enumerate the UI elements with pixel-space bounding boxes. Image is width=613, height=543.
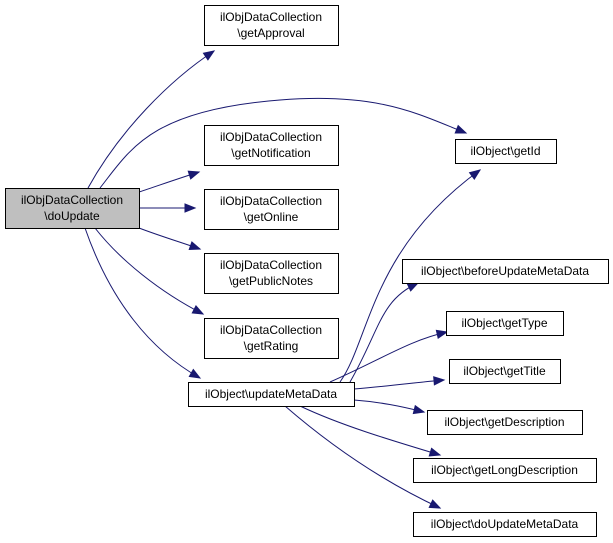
node-updateMetaData[interactable]: ilObject\updateMetaData [188,382,355,407]
node-box[interactable] [455,139,557,164]
node-box[interactable] [188,382,355,407]
node-doUpdateMetaData[interactable]: ilObject\doUpdateMetaData [413,512,597,537]
arrowhead-icon [187,170,201,180]
edge-updateMetaData-to-getTitle [353,376,446,390]
arrowhead-icon [406,282,420,292]
arrowhead-icon [433,376,446,386]
edge-line [99,97,467,189]
node-getApproval[interactable]: ilObjDataCollection \getApproval [204,5,339,46]
node-box[interactable] [204,189,339,230]
node-box[interactable] [402,259,609,284]
node-label: \doUpdate [44,209,100,223]
node-label: \getPublicNotes [229,274,313,288]
node-doUpdate[interactable]: ilObjDataCollection \doUpdate [5,188,140,229]
node-label: ilObject\getTitle [463,364,546,378]
edge-doUpdate-to-updateMetaData [84,227,202,379]
edge-updateMetaData-to-getLongDescription [299,405,442,457]
node-label: ilObject\beforeUpdateMetaData [421,264,589,278]
node-getDescription[interactable]: ilObject\getDescription [427,410,583,435]
node-label: ilObject\getDescription [444,415,564,429]
node-getRating[interactable]: ilObjDataCollection \getRating [204,318,339,359]
node-label: ilObjDataCollection [220,258,322,272]
arrowhead-icon [188,241,202,251]
arrowhead-icon [191,304,205,315]
edge-line [329,331,448,383]
edge-line [349,282,419,383]
arrowhead-icon [188,368,202,379]
edge-doUpdate-to-getPublicNotes [138,227,202,251]
node-label: ilObjDataCollection [220,323,322,337]
node-box[interactable] [204,125,339,166]
node-label: ilObject\getType [461,316,547,330]
node-label: \getOnline [244,210,299,224]
node-getNotification[interactable]: ilObjDataCollection \getNotification [204,125,339,166]
edge-updateMetaData-to-getType [329,329,449,383]
node-box[interactable] [204,5,339,46]
arrowhead-icon [428,499,442,509]
node-box[interactable] [204,318,339,359]
nodes-layer: ilObjDataCollection\doUpdateilObjDataCol… [5,5,609,537]
edge-line [353,399,425,413]
edge-updateMetaData-to-doUpdateMetaData [284,405,442,509]
arrowhead-icon [428,447,442,457]
node-label: \getRating [244,339,299,353]
edge-line [87,50,215,189]
node-label: ilObjDataCollection [220,10,322,24]
edge-line [284,405,441,509]
node-box[interactable] [449,359,561,384]
arrowhead-icon [202,50,216,61]
arrowhead-icon [454,124,468,134]
node-box[interactable] [413,512,597,537]
node-getId[interactable]: ilObject\getId [455,139,557,164]
edge-doUpdate-to-getOnline [139,203,197,213]
node-label: ilObjDataCollection [220,130,322,144]
node-getLongDescription[interactable]: ilObject\getLongDescription [413,458,597,483]
node-box[interactable] [5,188,140,229]
edge-doUpdate-to-getNotification [138,170,201,193]
arrowhead-icon [435,329,449,339]
edge-updateMetaData-to-getId [339,169,482,383]
node-getOnline[interactable]: ilObjDataCollection \getOnline [204,189,339,230]
arrowhead-icon [184,203,197,213]
node-box[interactable] [204,253,339,294]
node-label: ilObject\getId [470,144,540,158]
edge-doUpdate-to-getApproval [87,50,216,189]
edge-doUpdate-to-getId [99,97,468,189]
edges-layer [84,50,482,509]
node-box[interactable] [413,458,597,483]
node-label: ilObject\getLongDescription [431,463,578,477]
edge-updateMetaData-to-beforeUpdateMetaData [349,282,420,383]
node-label: ilObject\doUpdateMetaData [431,517,579,531]
edge-line [94,227,204,315]
node-label: \getNotification [231,146,310,160]
edge-line [339,169,481,383]
node-beforeUpdateMetaData[interactable]: ilObject\beforeUpdateMetaData [402,259,609,284]
node-getTitle[interactable]: ilObject\getTitle [449,359,561,384]
node-label: ilObjDataCollection [21,193,123,207]
node-label: ilObject\updateMetaData [205,387,337,401]
node-label: \getApproval [237,26,304,40]
node-box[interactable] [427,410,583,435]
edge-updateMetaData-to-getDescription [353,399,426,415]
arrowhead-icon [468,169,482,181]
edge-line [299,405,441,456]
node-getPublicNotes[interactable]: ilObjDataCollection \getPublicNotes [204,253,339,294]
node-getType[interactable]: ilObject\getType [446,311,564,336]
edge-line [84,227,201,379]
edge-line [353,379,445,390]
node-box[interactable] [446,311,564,336]
arrowhead-icon [412,404,426,415]
edge-doUpdate-to-getRating [94,227,205,315]
node-label: ilObjDataCollection [220,194,322,208]
